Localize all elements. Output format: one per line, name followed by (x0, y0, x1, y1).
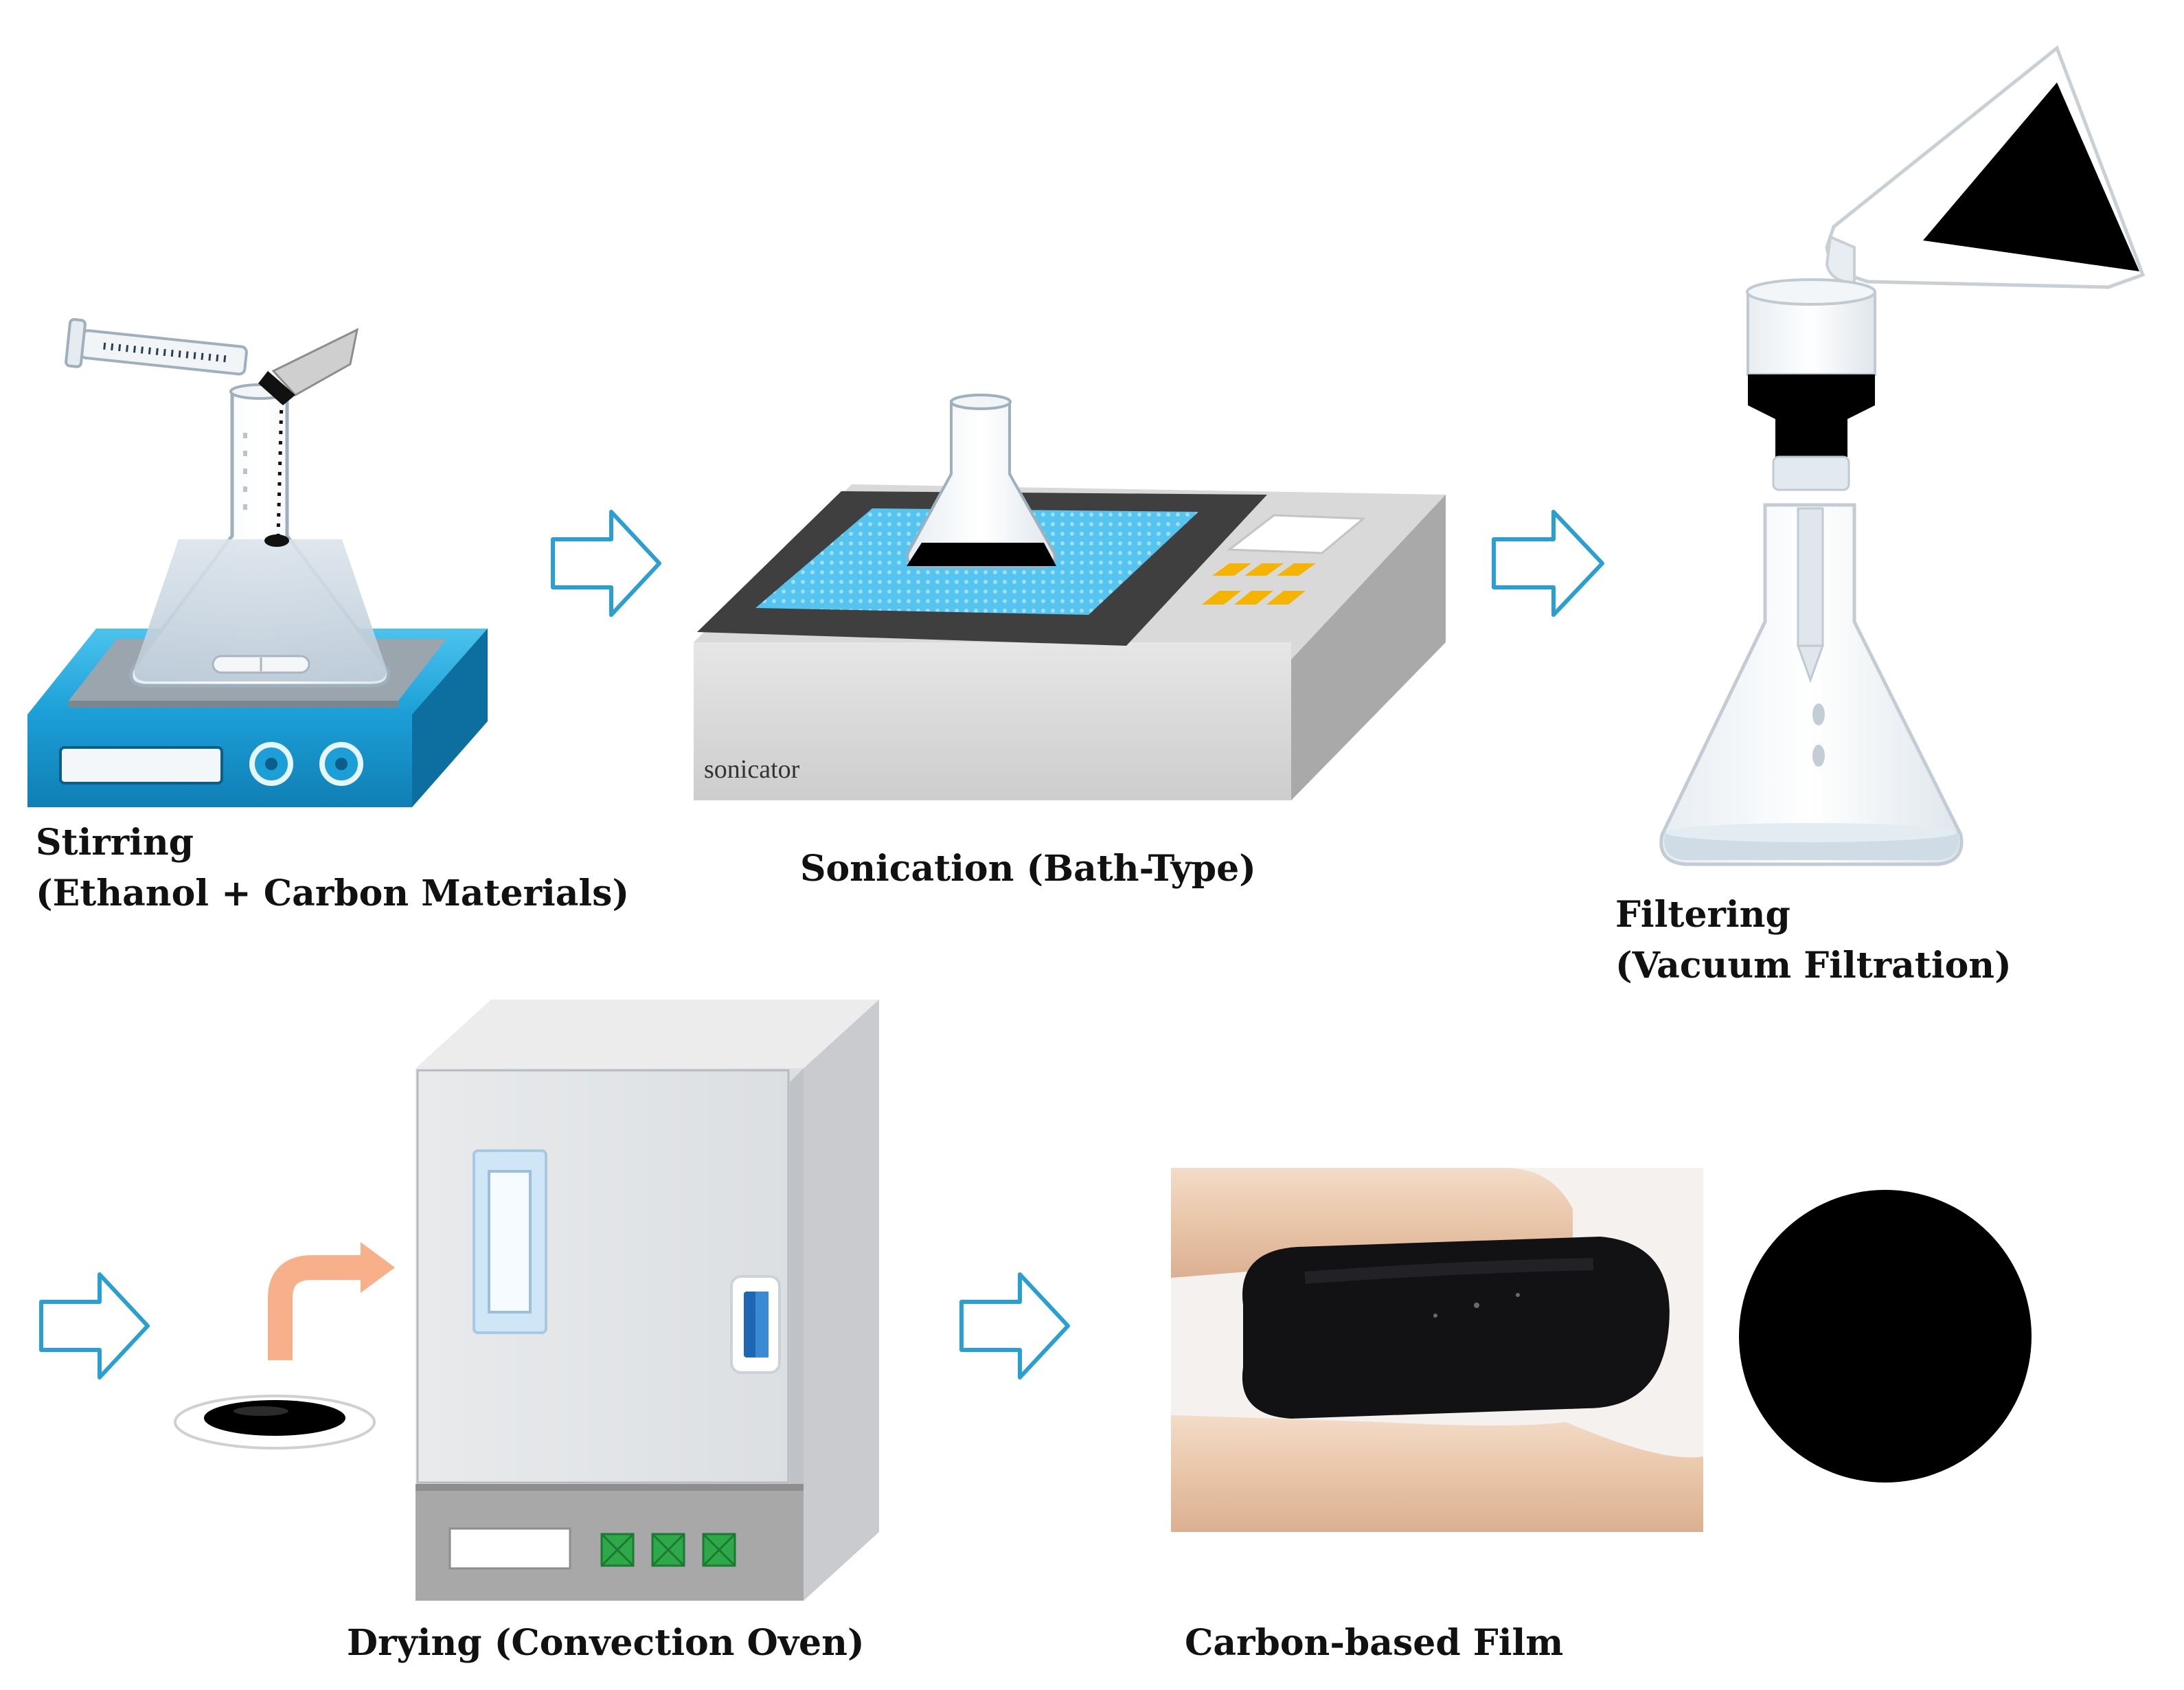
stirring-caption: Stirring (Ethanol + Carbon Materials) (36, 818, 629, 919)
filtering-caption: Filtering (Vacuum Filtration) (1615, 890, 2012, 991)
transfer-arrow-icon (268, 1242, 395, 1360)
pipette (65, 317, 248, 376)
process-arrow-icon (959, 1272, 1070, 1379)
process-arrow-icon (39, 1272, 150, 1379)
sonicator-bath: sonicator (694, 484, 1446, 800)
oven-window (473, 1149, 547, 1334)
vacuum-filtration-flask (1659, 278, 1964, 866)
process-arrow-icon (1492, 510, 1604, 617)
drying-caption: Drying (Convection Oven) (347, 1618, 865, 1669)
convection-oven (416, 1000, 879, 1601)
oven-door-handle (730, 1275, 781, 1374)
pouring-beaker (1825, 45, 2146, 289)
film-caption: Carbon-based Film (1185, 1618, 1563, 1669)
weighing-spatula (258, 328, 359, 405)
sonication-flask (906, 394, 1056, 568)
filtering-title: Filtering (1615, 894, 1790, 936)
wet-film-dish (174, 1395, 376, 1450)
sonicator-keypad (1202, 563, 1316, 605)
filtering-subtitle: (Vacuum Filtration) (1615, 945, 2012, 987)
film-photo (1171, 1168, 1703, 1532)
process-arrow-icon (551, 510, 661, 617)
sonicator-device-label: sonicator (704, 755, 800, 784)
film-title: Carbon-based Film (1185, 1622, 1564, 1664)
stirring-title: Stirring (36, 822, 194, 864)
sonication-caption: Sonication (Bath-Type) (800, 844, 1256, 894)
stirring-subtitle: (Ethanol + Carbon Materials) (36, 872, 630, 914)
carbon-film-disc (1739, 1190, 2032, 1483)
stirring-flask (129, 383, 391, 688)
drying-title: Drying (Convection Oven) (347, 1622, 865, 1664)
oven-control-buttons (600, 1533, 736, 1567)
sonication-title: Sonication (Bath-Type) (800, 848, 1256, 890)
